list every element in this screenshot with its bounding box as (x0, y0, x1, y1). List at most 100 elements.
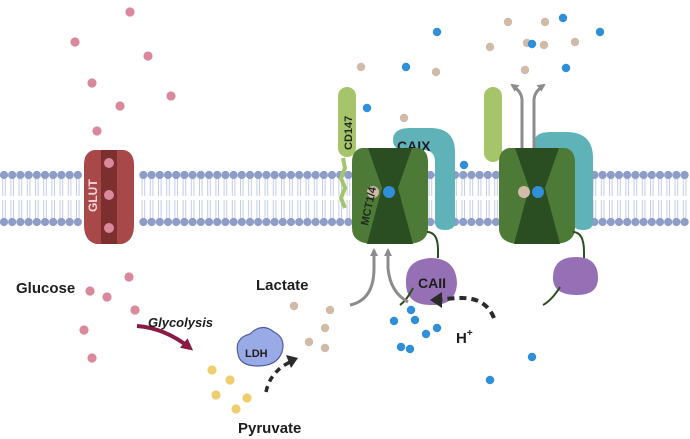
lipid-tail (256, 200, 260, 218)
lipid-head (8, 217, 17, 227)
lipid-head (0, 217, 9, 227)
lipid-head (65, 170, 74, 180)
lipid-tail (59, 200, 64, 218)
cd147-label: CD147 (343, 116, 355, 150)
lipid-head (303, 170, 312, 180)
lipid-head (229, 170, 238, 180)
proton (527, 39, 537, 49)
glucose-molecule (166, 91, 176, 101)
proton (558, 13, 568, 23)
lipid-tail (207, 200, 211, 218)
lipid-head (311, 170, 320, 180)
lipid-tail (199, 178, 203, 196)
glucose-molecule (115, 101, 125, 111)
lipid-tail (231, 200, 236, 218)
lipid-tail (330, 178, 334, 196)
lipid-tail (18, 200, 23, 218)
lactate-molecule (304, 337, 314, 347)
lipid-head (680, 217, 689, 227)
caii-enzyme: CAII (399, 231, 457, 306)
lipid-head (254, 170, 263, 180)
lipid-head (180, 170, 189, 180)
lipid-tail (305, 178, 310, 196)
lipid-head (664, 170, 673, 180)
glucose-molecule (124, 272, 134, 282)
lipid-head (631, 170, 640, 180)
lipid-tail (166, 200, 170, 218)
lipid-tail (477, 200, 482, 218)
pyruvate-molecules (207, 365, 252, 414)
lipid-head (295, 217, 304, 227)
lipid-tail (494, 178, 498, 196)
lipid-tail (190, 178, 195, 196)
lipid-head (147, 170, 156, 180)
pyruvate-molecule (225, 375, 235, 385)
lipid-tail (305, 200, 310, 218)
glycolysis-arrow (136, 324, 194, 351)
lipid-tail (461, 178, 465, 196)
lipid-head (467, 217, 476, 227)
mct-transporter: MCT1/4 (352, 148, 428, 244)
glucose-molecule (130, 305, 140, 315)
lipid-tail (67, 178, 72, 196)
lipid-tail (272, 178, 277, 196)
proton (396, 342, 406, 352)
proton (406, 305, 416, 315)
pyruvate-molecule (231, 404, 241, 414)
lipid-head (8, 170, 17, 180)
lipid-head (155, 217, 164, 227)
lipid-head (73, 217, 82, 227)
glucose-molecule (87, 353, 97, 363)
pyruvate-label: Pyruvate (238, 420, 301, 437)
lipid-tail (51, 178, 55, 196)
lipid-head (172, 170, 181, 180)
lactate-molecule (540, 17, 550, 27)
lipid-head (475, 217, 484, 227)
lipid-head (16, 217, 25, 227)
lipid-tail (658, 200, 662, 218)
lipid-tail (281, 178, 285, 196)
lipid-head (303, 217, 312, 227)
lipid-head (475, 170, 484, 180)
lipid-head (213, 217, 222, 227)
lipid-tail (264, 200, 269, 218)
lipid-head (32, 217, 41, 227)
lipid-head (16, 170, 25, 180)
glucose-label: Glucose (16, 280, 75, 297)
lipid-head (163, 217, 173, 227)
lactate-molecule (399, 113, 409, 123)
proton (401, 62, 411, 72)
lipid-head (319, 217, 328, 227)
lipid-tail (240, 200, 244, 218)
lipid-tail (182, 200, 187, 218)
lipid-head (647, 217, 656, 227)
lipid-head (614, 170, 624, 180)
caix-protein-right (533, 132, 593, 230)
lipid-head (57, 170, 66, 180)
proton-label: H+ (456, 328, 473, 347)
proton (389, 316, 399, 326)
lipid-tail (248, 178, 252, 196)
proton (383, 186, 395, 198)
lipid-head (237, 170, 246, 180)
lipid-tail (26, 200, 31, 218)
lipid-head (155, 170, 164, 180)
lipid-head (188, 217, 197, 227)
lipid-head (213, 170, 222, 180)
lipid-tail (2, 200, 6, 218)
lipid-head (672, 217, 681, 227)
export-arrows-right (510, 83, 546, 148)
caii-label: CAII (418, 275, 446, 291)
proton (432, 27, 442, 37)
lipid-head (0, 170, 9, 180)
pyruvate-molecule (211, 390, 221, 400)
lipid-tail (67, 200, 72, 218)
lipid-tail (633, 178, 638, 196)
lipid-tail (10, 178, 14, 196)
lipid-tail (682, 200, 687, 218)
cd147-protein: CD147 (338, 87, 356, 209)
lipid-tail (18, 178, 23, 196)
lipid-tail (469, 200, 474, 218)
lipid-head (672, 170, 681, 180)
lipid-tail (223, 200, 228, 218)
